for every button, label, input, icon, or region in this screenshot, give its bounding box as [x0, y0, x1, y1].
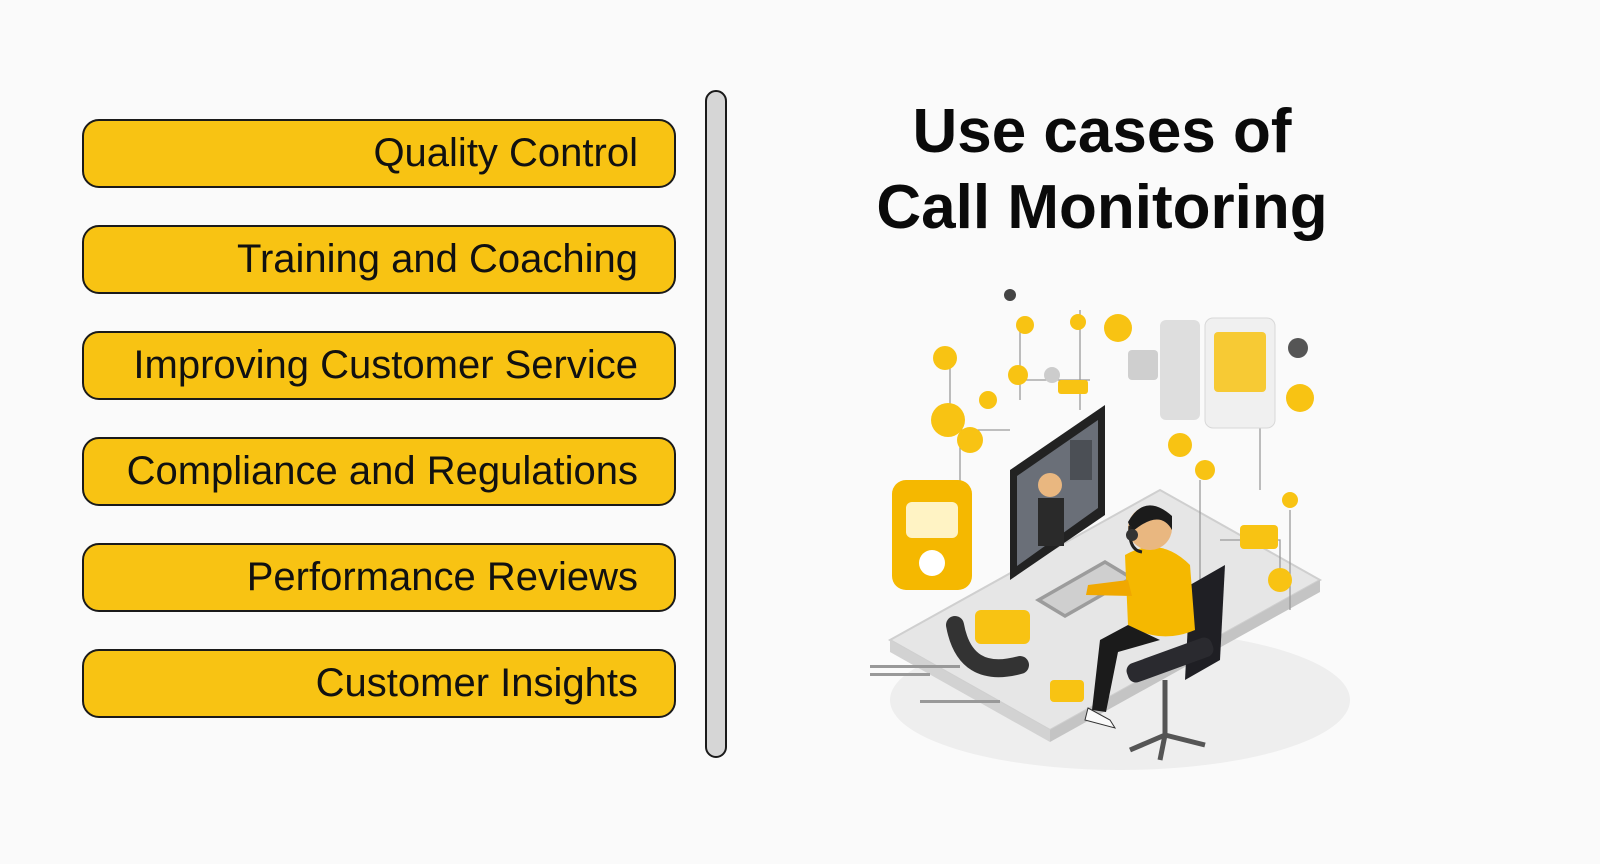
use-case-quality-control: Quality Control — [82, 119, 676, 188]
use-case-label: Customer Insights — [315, 661, 638, 705]
use-case-customer-insights: Customer Insights — [82, 649, 676, 718]
use-case-label: Compliance and Regulations — [126, 449, 638, 493]
title-line-2: Call Monitoring — [876, 173, 1328, 242]
use-case-label: Quality Control — [373, 131, 638, 175]
use-case-label: Performance Reviews — [246, 555, 638, 599]
use-case-customer-service: Improving Customer Service — [82, 331, 676, 400]
title-line-1: Use cases of — [912, 97, 1292, 166]
use-case-training-coaching: Training and Coaching — [82, 225, 676, 294]
use-case-label: Training and Coaching — [237, 237, 638, 281]
vertical-divider — [705, 90, 727, 758]
use-case-label: Improving Customer Service — [133, 343, 638, 387]
use-case-list: Quality Control Training and Coaching Im… — [82, 119, 676, 755]
use-case-performance-reviews: Performance Reviews — [82, 543, 676, 612]
use-case-compliance: Compliance and Regulations — [82, 437, 676, 506]
call-monitoring-illustration — [870, 289, 1350, 770]
page-title: Use cases of Call Monitoring — [842, 94, 1362, 246]
